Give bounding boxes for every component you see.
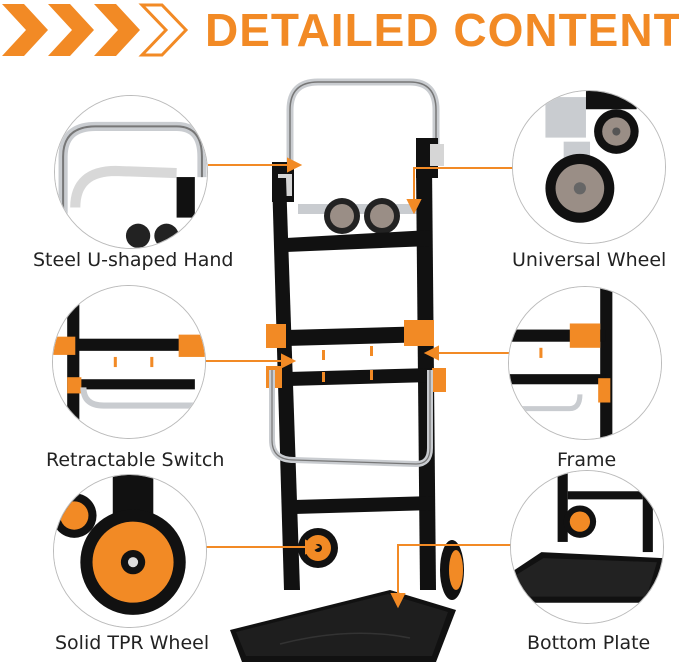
hand-truck-image [230, 78, 464, 662]
frame-detail [508, 286, 662, 440]
feature-label-universal-wheel: Universal Wheel [512, 249, 667, 271]
feature-label-solid-tpr-wheel: Solid TPR Wheel [55, 632, 210, 654]
feature-label-steel-u-shaped-hand: Steel U-shaped Hand [33, 249, 234, 271]
bottom-plate-detail [510, 470, 664, 624]
feature-label-retractable-switch: Retractable Switch [46, 449, 225, 471]
tpr-wheel-detail [53, 474, 207, 628]
retract-switch-detail [52, 285, 206, 439]
u-handle-detail [54, 95, 208, 249]
page-title: DETAILED CONTENT [205, 4, 679, 56]
feature-label-frame: Frame [557, 449, 617, 471]
chevron-arrows-icon [2, 3, 189, 57]
feature-label-bottom-plate: Bottom Plate [527, 632, 651, 654]
swivel-wheel-detail [512, 90, 666, 244]
